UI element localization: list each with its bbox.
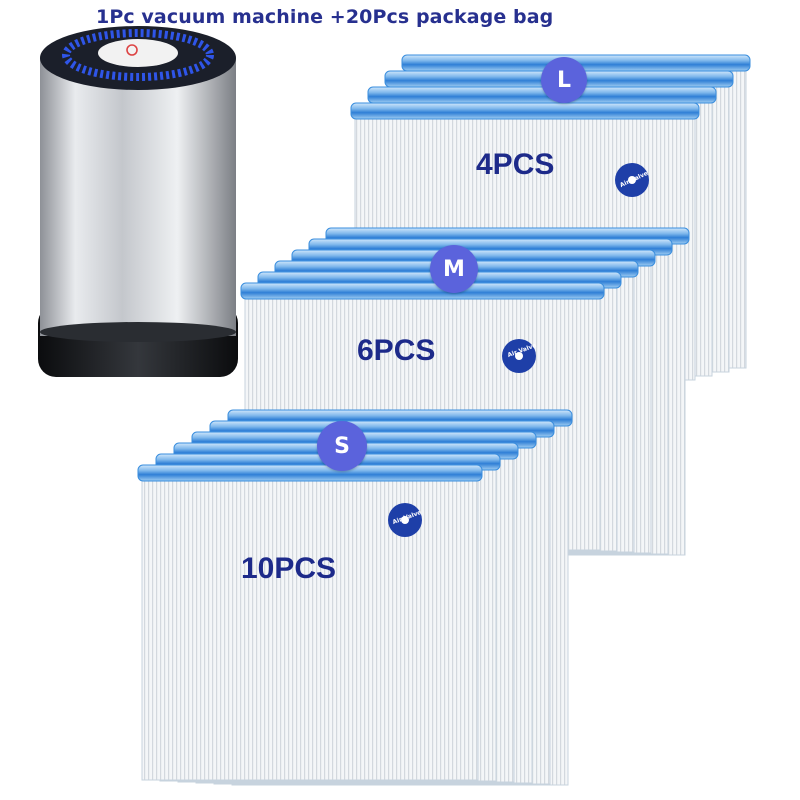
air-valve-center [515, 352, 523, 360]
power-icon [126, 44, 138, 56]
pump-led-ring [62, 29, 214, 81]
bag-zipper [137, 464, 483, 482]
vacuum-pump [38, 26, 238, 377]
air-valve-center [628, 176, 636, 184]
bag-stack-s [137, 409, 573, 786]
quantity-label-l: 4PCS [476, 148, 555, 181]
quantity-label-s: 10PCS [241, 552, 337, 585]
size-badge-l: L [541, 57, 587, 103]
air-valve-center [401, 516, 409, 524]
size-badge-m: M [430, 245, 478, 293]
pump-body [40, 58, 236, 336]
quantity-label-m: 6PCS [357, 334, 436, 367]
bag-zipper [350, 102, 700, 120]
bag-body [141, 474, 479, 781]
bag-zipper [367, 86, 717, 104]
pump-base-edge [40, 322, 236, 342]
power-button [98, 39, 178, 67]
vacuum-bag [137, 464, 483, 781]
bag-zipper [240, 282, 605, 300]
size-badge-s: S [317, 421, 367, 471]
product-headline: 1Pc vacuum machine +20Pcs package bag [96, 6, 554, 28]
